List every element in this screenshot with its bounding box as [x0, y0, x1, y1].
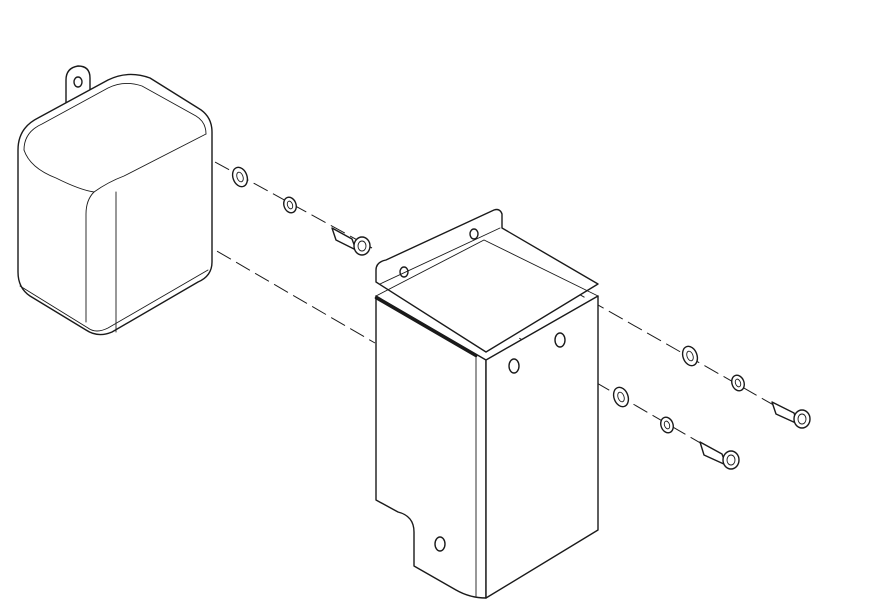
bracket-side-hole [434, 536, 446, 552]
bracket-face-hole-lower [508, 358, 520, 374]
enclosure-corner-edge [93, 133, 207, 193]
socket-head-cap-screw [699, 441, 740, 470]
fastener-set-lower-right [612, 386, 740, 470]
enclosure-body [17, 73, 213, 336]
enclosure-side-edge [85, 191, 95, 323]
socket-head-cap-screw [331, 227, 371, 256]
centerline-enclosure-side [159, 217, 376, 344]
bracket-right-face [485, 295, 599, 599]
bracket-face-hole-upper [554, 332, 566, 348]
bracket-top-flange [375, 208, 599, 353]
bracket-flange-hole-right [469, 228, 479, 240]
flat-washer [681, 345, 699, 367]
bracket-left-face [375, 295, 487, 599]
enclosure-front-edge [23, 83, 207, 151]
centerline-upper-right [474, 234, 801, 421]
bracket-flange-hole-left [399, 266, 409, 278]
flat-washer [612, 386, 630, 408]
lock-washer [283, 196, 297, 214]
flat-washer [231, 166, 249, 188]
bracket [374, 208, 599, 599]
fastener-set-upper-left [231, 166, 371, 256]
lock-washer [731, 374, 745, 392]
socket-head-cap-screw [771, 401, 811, 429]
enclosure-rounded-face [23, 149, 95, 193]
enclosure-base-rim [19, 269, 209, 332]
lock-washer [660, 416, 674, 434]
fastener-set-upper-right [681, 345, 811, 429]
bracket-thick-edge [374, 296, 478, 358]
enclosure [17, 65, 213, 336]
enclosure-tab-hole [73, 76, 83, 88]
